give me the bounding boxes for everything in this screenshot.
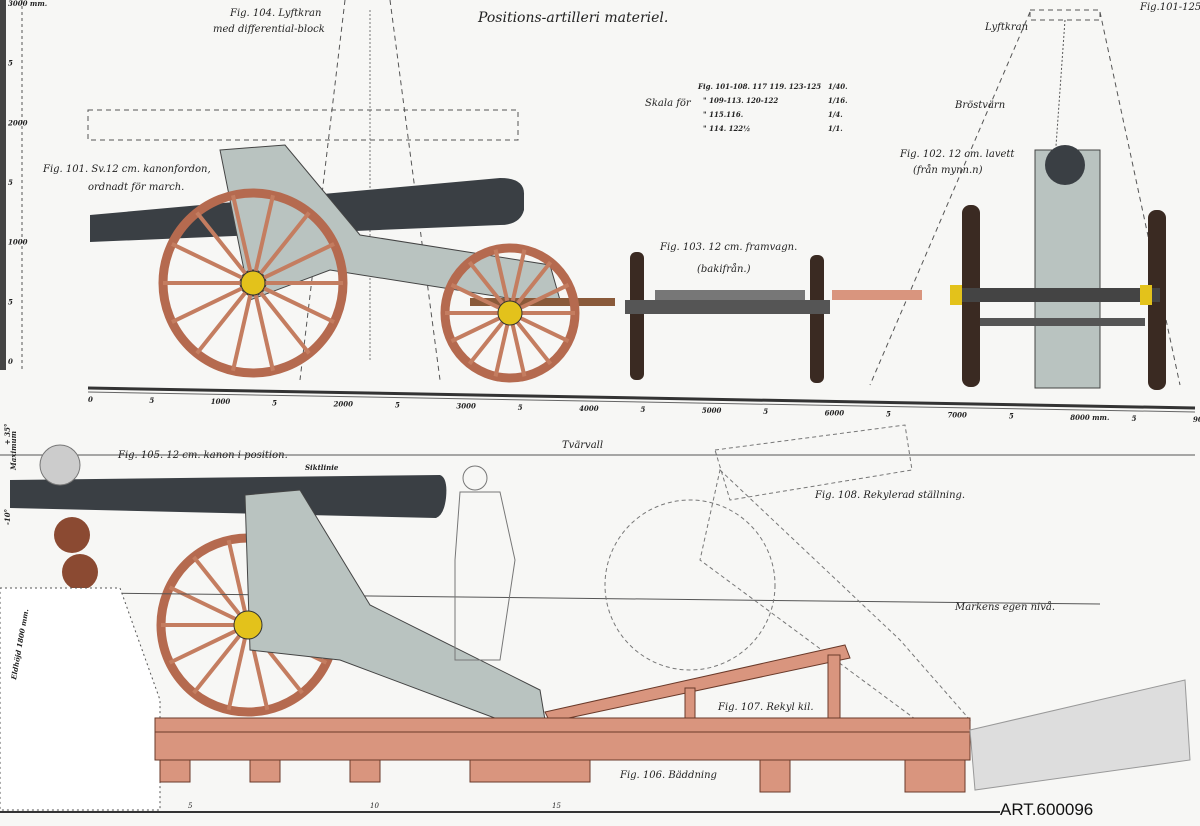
caption-lyftkran: Lyftkran [984,22,1028,33]
recoiled-ghost-fig108 [604,424,971,731]
wheel-spoke [195,211,255,285]
scale-tick-label: 5 [1009,412,1014,421]
caption-fig101: Fig. 101. Sv.12 cm. kanonfordon, [42,164,211,175]
scale-tick-label: 5 [272,398,277,407]
fig-range: Fig.101-125 [1139,2,1200,13]
vertical-scale-label: 5 [8,178,13,187]
scale-row-figs: Fig. 101-108. 117 119. 123-125 [697,82,821,91]
scale-table-label: Skala för [645,98,692,109]
scale-row-ratio: 1/40. [828,82,848,91]
wheel-hub [240,270,266,296]
scale-row-ratio: 1/16. [828,96,848,105]
scale-tick-label: 0 [88,395,93,404]
carriage-front-fig102 [950,145,1166,390]
vertical-scale-label: 2000 [7,118,28,127]
wheel-spoke [251,281,311,355]
caption-fig102: Fig. 102. 12 cm. lavett [899,149,1015,160]
vertical-scale [0,0,23,370]
wheel-spoke [251,211,311,285]
caption-minus10: -10° [3,509,12,525]
wheel-spoke [171,242,254,285]
scale-row-ratio: 1/1. [828,124,843,133]
wheel-spoke [251,282,275,372]
vertical-scale-label: 1000 [8,238,28,247]
vertical-scale-label: 3000 mm. [8,0,47,8]
caption-fig106: Fig. 106. Bäddning [619,770,717,781]
wheel [158,188,348,378]
caption-plus35: + 35° [3,423,12,445]
caption-fig107: Fig. 107. Rekyl kil. [717,702,814,713]
vertical-scale-label: 5 [8,59,13,68]
wheel-spoke [226,624,250,711]
caption-fig103: Fig. 103. 12 cm. framvagn. [659,242,797,253]
limber-fig103 [625,252,922,383]
wheel-hub [497,300,523,326]
caption-fig101-sub: ordnadt för march. [88,182,184,193]
caption-brostvarn: Bröstvärn [954,100,1005,111]
caption-fig104: Fig. 104. Lyftkran [229,8,321,19]
caption-fig103-sub: (bakifrån.) [697,263,751,275]
caption-markens: Markens egen nivå. [954,601,1055,613]
vertical-scale-label: 5 [8,297,13,306]
vertical-scale-label: 0 [8,357,13,366]
scale-row-figs: " 109-113. 120-122 [703,96,778,105]
bottom-scale-labels: 5 10 15 [188,802,561,810]
wheel-spoke [231,282,255,372]
scale-tick-label: 2000 [333,399,354,408]
caption-fig102-sub: (från mynn.n) [913,164,983,176]
wheel-spoke [195,281,255,355]
wheels [156,188,580,717]
scale-tick-label: 5 [149,396,154,405]
horizontal-scale [87,386,1196,413]
caption-siktlinie: Siktlinie [305,463,339,472]
caption-fig105: Fig. 105. 12 cm. kanon i position. [117,450,288,461]
caption-tvarvall: Tvärvall [562,440,603,451]
scale-tick-label: 5 [763,407,768,416]
plate-title: Positions-artilleri materiel. [477,10,668,26]
soldier-outline [454,465,516,661]
platform-fig106 [154,679,1191,793]
scale-tick-label: 6000 [825,408,845,417]
scale-tick-label: 9000 [1193,415,1200,424]
horizontal-scale-labels: 0 5 1000 5 2000 5 3000 5 4000 5 5000 5 6000 5 7000 5 800… [88,395,1200,424]
scale-tick-label: 8000 mm. [1070,413,1109,422]
scale-tick-label: 5 [395,401,400,410]
wheel-spoke [168,623,249,665]
scale-row-figs: " 114. 122½ [703,124,750,133]
catalog-number: ART.600096 [1000,800,1093,819]
gun-fig105 [0,444,1195,811]
wheel-spoke [171,281,254,324]
scale-tick-label: 5000 [702,406,722,415]
caption-fig104-sub: med differential-block [213,24,325,35]
scale-tick-label: 5 [1132,414,1137,423]
vertical-scale-labels: 3000 mm. 5 2000 5 1000 5 0 [7,0,47,366]
wheel-spoke [252,281,335,324]
wheel-spoke [231,194,255,284]
caption-maximum: Maximum [9,431,18,471]
caption-fig108: Fig. 108. Rekylerad ställning. [814,490,965,501]
scale-tick-label: 1000 [211,397,231,406]
scale-row-ratio: 1/4. [828,110,843,119]
wheel [440,243,580,383]
bottom-scale-label: 5 [188,802,193,810]
scale-tick-label: 4000 [579,404,599,413]
scale-tick-label: 5 [518,403,523,412]
scale-row-figs: " 115.116. [703,110,743,119]
scale-tick-label: 5 [641,405,646,414]
recoil-ramp-fig107 [544,644,851,723]
hoist-fig102 [869,9,1181,386]
bottom-scale-label: 10 [370,802,379,810]
scale-tick-label: 3000 [456,402,476,411]
bottom-scale-label: 15 [552,802,561,810]
scale-tick-label: 5 [886,409,891,418]
scale-tick-label: 7000 [947,411,967,420]
wheel-spoke [252,242,335,285]
wheel-spoke [226,539,250,626]
wheel-spoke [251,194,275,284]
